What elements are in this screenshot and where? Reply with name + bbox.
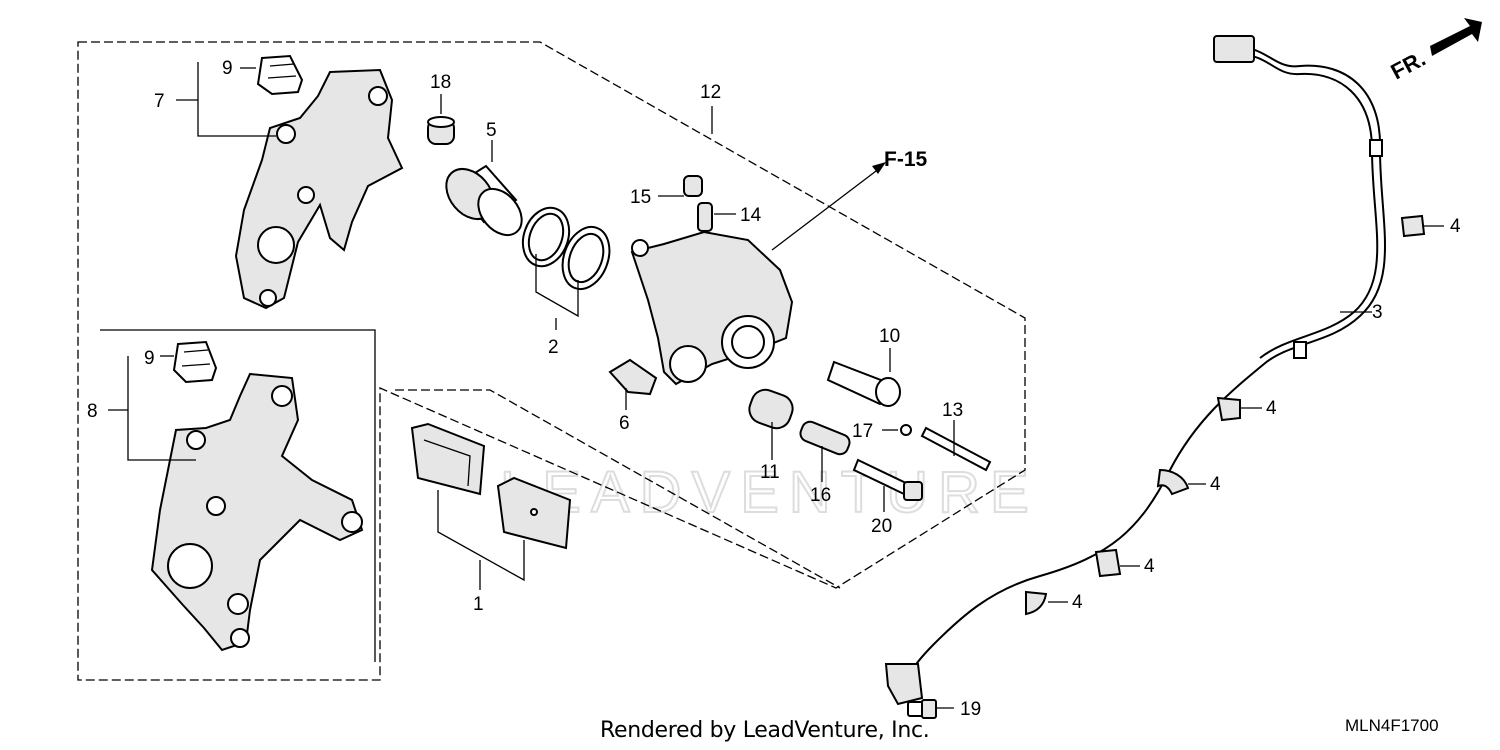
- callout-15[interactable]: 15: [630, 187, 651, 208]
- caliper-bracket-7[interactable]: [234, 68, 404, 310]
- callout-1[interactable]: 1: [473, 594, 484, 615]
- callout-4d[interactable]: 4: [1144, 556, 1155, 577]
- reference-label[interactable]: F-15: [884, 148, 928, 171]
- o-ring-17[interactable]: [900, 424, 912, 436]
- caliper-body-12[interactable]: [630, 230, 794, 386]
- callout-4b[interactable]: 4: [1266, 398, 1277, 419]
- bracket-8-frame: [100, 329, 376, 662]
- bleeder-screw-14[interactable]: [697, 202, 713, 232]
- callout-12[interactable]: 12: [700, 82, 721, 103]
- watermark-text: LEADVENTURE: [500, 460, 1039, 525]
- wheel-speed-sensor-3[interactable]: [884, 35, 1386, 706]
- bolt-20[interactable]: [852, 458, 923, 501]
- callout-18[interactable]: 18: [430, 72, 451, 93]
- callout-7[interactable]: 7: [154, 91, 165, 112]
- caliper-piston-5[interactable]: [437, 160, 531, 244]
- piston-seal-2[interactable]: [515, 201, 618, 295]
- callout-20[interactable]: 20: [871, 516, 892, 537]
- callout-9b[interactable]: 9: [144, 348, 155, 369]
- collar-16[interactable]: [798, 419, 852, 456]
- bracket-group-frame: [77, 41, 1026, 681]
- pad-frame: [395, 389, 841, 589]
- footer-credit: Rendered by LeadVenture, Inc.: [600, 718, 930, 743]
- brake-pad-1a[interactable]: [410, 422, 486, 496]
- callout-4a[interactable]: 4: [1450, 216, 1461, 237]
- wire-clamp-4c[interactable]: [1156, 468, 1190, 496]
- pad-retainer-6[interactable]: [608, 358, 658, 396]
- callout-16[interactable]: 16: [810, 485, 831, 506]
- callout-10[interactable]: 10: [879, 326, 900, 347]
- sensor-bolt-19[interactable]: [907, 699, 937, 719]
- wire-clamp-4d[interactable]: [1094, 548, 1122, 578]
- callout-9a[interactable]: 9: [222, 58, 233, 79]
- callout-2[interactable]: 2: [548, 337, 559, 358]
- wire-clamp-4e[interactable]: [1025, 590, 1048, 616]
- callout-11[interactable]: 11: [760, 462, 780, 483]
- pad-spring-clip-9a[interactable]: [256, 54, 304, 96]
- callout-4e[interactable]: 4: [1072, 592, 1083, 613]
- callout-8[interactable]: 8: [87, 401, 98, 422]
- wire-clamp-4a[interactable]: [1400, 214, 1426, 238]
- callout-14[interactable]: 14: [740, 205, 762, 226]
- callout-13[interactable]: 13: [942, 400, 963, 421]
- brake-pad-1b[interactable]: [496, 476, 572, 550]
- slide-pin-10[interactable]: [826, 360, 901, 407]
- wire-clamp-4b[interactable]: [1216, 396, 1241, 422]
- pad-pin-13[interactable]: [920, 426, 992, 472]
- diagram-code: MLN4F1700: [1345, 716, 1439, 735]
- reference-arrowhead: [872, 162, 886, 174]
- pad-spring-clip-9b[interactable]: [172, 340, 218, 384]
- callout-3[interactable]: 3: [1372, 302, 1383, 323]
- callout-6[interactable]: 6: [619, 413, 630, 434]
- leader-lines: [108, 62, 1444, 709]
- caliper-bracket-8[interactable]: [150, 372, 364, 652]
- piston-boot-18[interactable]: [427, 116, 455, 145]
- callout-4c[interactable]: 4: [1210, 474, 1221, 495]
- bleeder-cap-15[interactable]: [683, 175, 703, 197]
- front-direction-arrow: FR.: [1387, 18, 1482, 84]
- pin-boot-11[interactable]: [745, 386, 796, 432]
- callout-19[interactable]: 19: [960, 699, 981, 720]
- front-direction-label: FR.: [1387, 46, 1430, 85]
- callout-5[interactable]: 5: [486, 120, 497, 141]
- callout-17[interactable]: 17: [852, 421, 873, 442]
